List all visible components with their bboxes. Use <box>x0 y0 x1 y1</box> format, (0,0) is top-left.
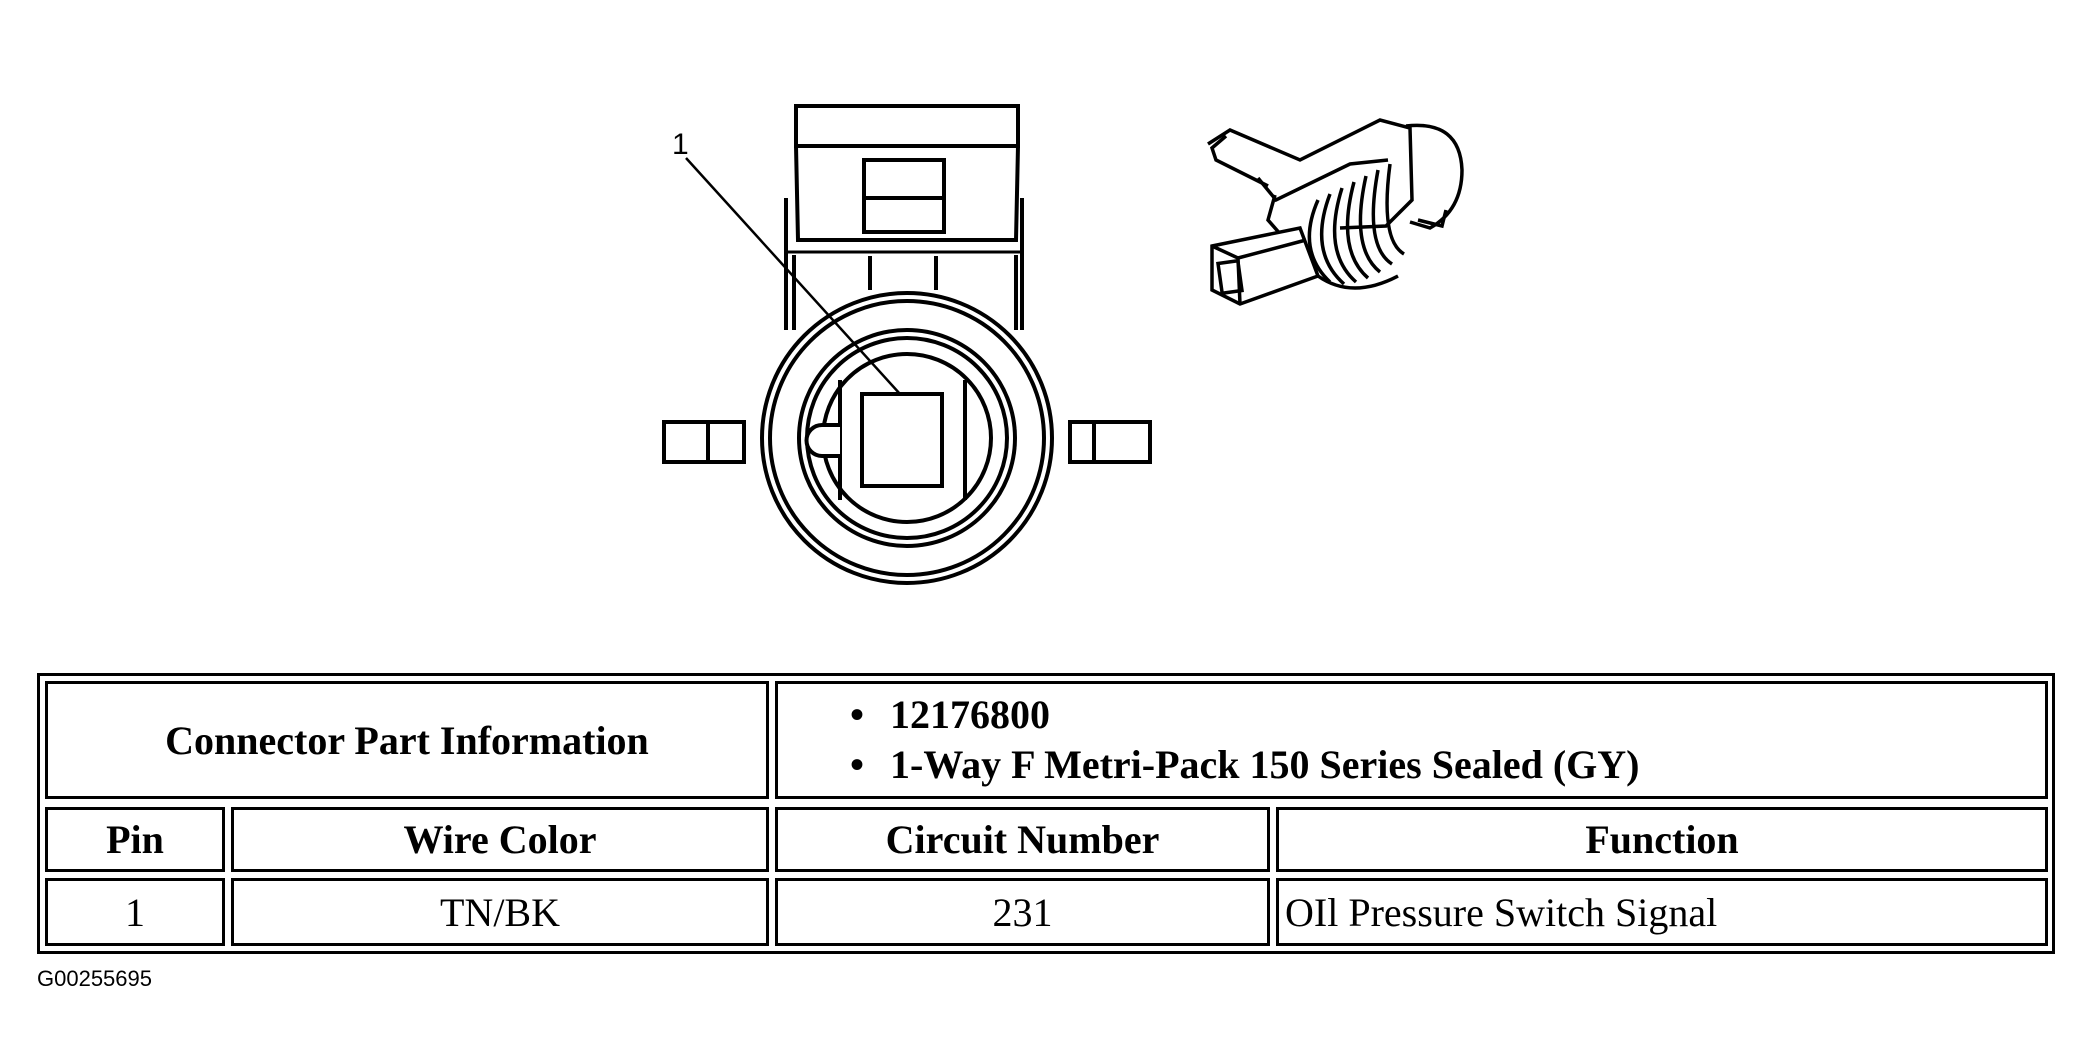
pin-value: 1 <box>125 889 145 935</box>
connector-table <box>37 673 2055 954</box>
col-header-pin-label: Pin <box>106 817 164 862</box>
connector-isometric-view <box>1207 118 1464 306</box>
col-header-function-label: Function <box>1585 817 1739 862</box>
circuit-number-value: 231 <box>992 889 1053 935</box>
part-info-list: 12176800 1-Way F Metri-Pack 150 Series S… <box>778 690 1639 790</box>
part-info-values-cell: 12176800 1-Way F Metri-Pack 150 Series S… <box>775 681 2048 799</box>
table-row-wire-color: TN/BK <box>231 878 769 946</box>
table-row-pin: 1 <box>45 878 225 946</box>
part-number: 12176800 <box>842 690 1639 740</box>
part-description: 1-Way F Metri-Pack 150 Series Sealed (GY… <box>842 740 1639 790</box>
connector-front-view <box>662 104 1152 585</box>
part-info-label: Connector Part Information <box>165 717 649 763</box>
col-header-function: Function <box>1276 807 2048 872</box>
wire-color-value: TN/BK <box>440 889 560 935</box>
figure-id: G00255695 <box>37 966 152 991</box>
callout-label-1: 1 <box>672 128 689 161</box>
col-header-wire-color-label: Wire Color <box>403 817 597 862</box>
col-header-circuit-number-label: Circuit Number <box>885 817 1160 862</box>
connector-diagram <box>662 104 1464 585</box>
col-header-wire-color: Wire Color <box>231 807 769 872</box>
part-info-label-cell: Connector Part Information <box>45 681 769 799</box>
table-row-function: OIl Pressure Switch Signal <box>1276 878 2048 946</box>
function-value: OIl Pressure Switch Signal <box>1285 889 1718 935</box>
col-header-pin: Pin <box>45 807 225 872</box>
col-header-circuit-number: Circuit Number <box>775 807 1270 872</box>
table-row-circuit-number: 231 <box>775 878 1270 946</box>
